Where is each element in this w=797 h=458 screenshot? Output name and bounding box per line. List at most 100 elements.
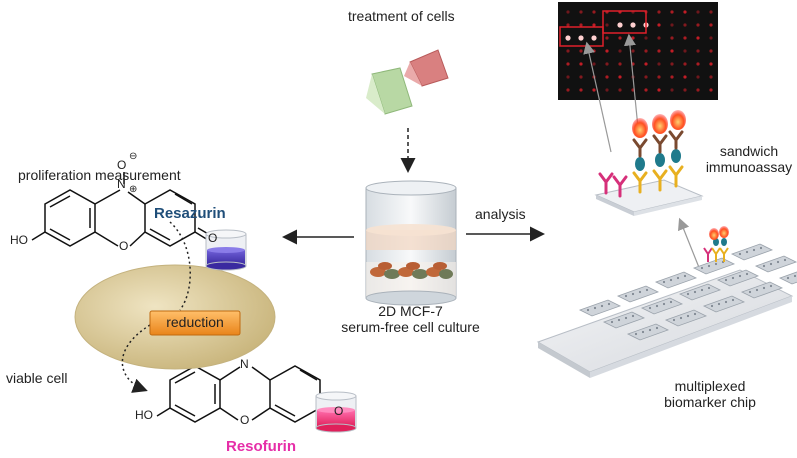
chip-well-dot xyxy=(634,332,638,336)
microarray-spot xyxy=(657,88,661,92)
chip-mini-assay xyxy=(703,226,729,262)
chip-well-dot xyxy=(645,288,649,292)
chip-well-dot xyxy=(745,250,749,254)
chip-well-dot xyxy=(762,264,766,268)
antigens xyxy=(635,149,681,171)
chip-well-dot xyxy=(762,286,766,290)
microarray-spot xyxy=(618,49,622,53)
chip-well-dot xyxy=(707,286,711,290)
chip-well-dot xyxy=(676,276,680,280)
biomarker-chip xyxy=(536,243,797,378)
chip-well-dot xyxy=(617,318,621,322)
chip-label: multiplexed biomarker chip xyxy=(655,378,765,410)
microarray-spot xyxy=(566,88,570,92)
microarray-spot xyxy=(579,10,583,14)
microarray-spot xyxy=(579,75,583,79)
treatment-label: treatment of cells xyxy=(348,8,455,24)
array-arrow-right xyxy=(623,33,639,129)
chip-well-dot xyxy=(759,246,763,250)
microarray-spot xyxy=(605,88,609,92)
chip-well-dot xyxy=(610,320,614,324)
microarray-spot xyxy=(709,49,713,53)
chip-well-dot xyxy=(607,302,611,306)
chip-well xyxy=(616,285,660,303)
microarray-spot xyxy=(592,23,596,27)
microarray-spot xyxy=(579,49,583,53)
microarray-spot xyxy=(709,36,713,40)
microarray-spot xyxy=(696,10,700,14)
antibody-detection xyxy=(632,130,684,158)
chip-well-dot xyxy=(748,290,752,294)
highlight-box-right xyxy=(602,10,647,34)
microarray-spot xyxy=(644,88,648,92)
microarray-spot xyxy=(605,49,609,53)
microarray-spot xyxy=(630,22,636,28)
chip-well-dot xyxy=(686,314,690,318)
microarray-spot xyxy=(592,62,596,66)
resazurin-minus-charge: ⊖ xyxy=(129,151,138,162)
microarray-spot xyxy=(566,49,570,53)
array-arrow-left xyxy=(583,41,612,153)
microarray-spot xyxy=(696,23,700,27)
chip-well-dot xyxy=(714,262,718,266)
resazurin-ring-o: O xyxy=(119,239,129,253)
microarray-spot xyxy=(644,62,648,66)
microarray-spot xyxy=(579,23,583,27)
microarray-spot xyxy=(592,49,596,53)
chip-well-dot xyxy=(662,280,666,284)
chip-well-dot xyxy=(648,306,652,310)
chip-well-dot xyxy=(707,264,711,268)
chip-well-dot xyxy=(679,316,683,320)
chip-well-dot xyxy=(738,274,742,278)
chip-well-dot xyxy=(693,312,697,316)
microarray-spot xyxy=(644,75,648,79)
chip-well-dot xyxy=(755,288,759,292)
microarray-spot xyxy=(709,62,713,66)
chip-well-dot xyxy=(593,306,597,310)
chip-well-dot xyxy=(641,330,645,334)
microarray-spot xyxy=(696,88,700,92)
sandwich-label: sandwich immunoassay xyxy=(704,143,794,175)
chip-well-dot xyxy=(752,248,756,252)
microarray-spot xyxy=(579,88,583,92)
microarray-spot xyxy=(631,49,635,53)
microarray-spot xyxy=(696,75,700,79)
chip-well xyxy=(654,271,698,289)
chip-well-dot xyxy=(686,292,690,296)
reduction-label: reduction xyxy=(166,314,224,330)
microarray-spot xyxy=(670,88,674,92)
microarray-spot xyxy=(618,75,622,79)
chip-well-dot xyxy=(672,318,676,322)
treatment-prism-red xyxy=(404,49,449,87)
chip-well-dot xyxy=(769,262,773,266)
chip-well-dot xyxy=(693,290,697,294)
chip-well xyxy=(578,299,622,317)
chip-well-dot xyxy=(769,284,773,288)
chip-well-dot xyxy=(776,260,780,264)
microarray-spot xyxy=(644,36,648,40)
microarray-spot xyxy=(605,23,609,27)
resofurin-keto-o: O xyxy=(334,404,344,418)
dotted-arrow-top xyxy=(169,221,191,311)
microarray-spot xyxy=(657,49,661,53)
microarray-spot xyxy=(670,36,674,40)
chip-arrow xyxy=(677,217,701,271)
culture-label: 2D MCF-7 serum-free cell culture xyxy=(323,303,498,335)
microarray-spot xyxy=(709,23,713,27)
treatment-prism-green xyxy=(366,67,413,115)
highlight-box-left xyxy=(559,26,604,47)
microarray-spot xyxy=(592,10,596,14)
chip-well xyxy=(692,257,736,275)
analysis-label: analysis xyxy=(475,206,526,222)
sandwich-label-line1: sandwich xyxy=(719,143,779,159)
culture-cells xyxy=(370,262,453,279)
chip-wells xyxy=(578,243,797,341)
immunoassay-platform xyxy=(594,179,704,216)
microarray-spot xyxy=(683,49,687,53)
culture-beaker xyxy=(365,180,457,306)
microarray-spot xyxy=(605,75,609,79)
microarray-spot xyxy=(683,23,687,27)
antibody-capture xyxy=(598,165,684,198)
microarray-spot xyxy=(657,10,661,14)
